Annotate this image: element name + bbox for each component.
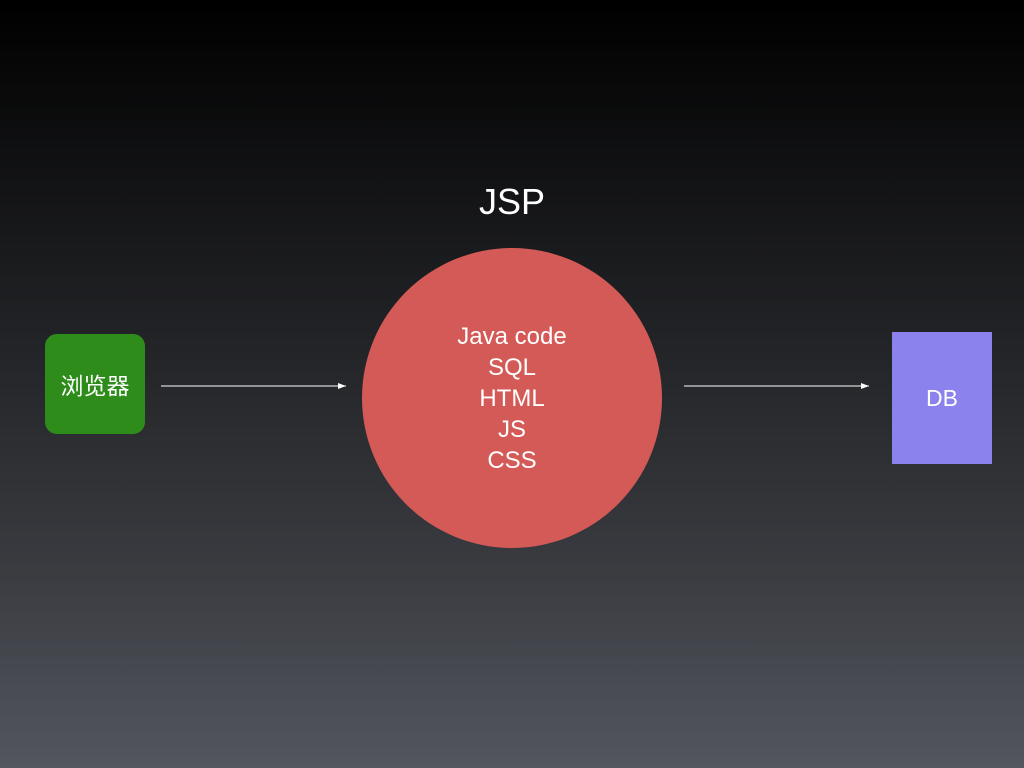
db-node: DB (892, 332, 992, 464)
circle-line-java-code: Java code (457, 322, 567, 350)
circle-line-css: CSS (487, 446, 537, 474)
diagram-title: JSP (478, 181, 546, 222)
browser-node: 浏览器 (45, 334, 145, 434)
circle-line-js: JS (497, 415, 526, 443)
jsp-circle: Java code SQL HTML JS CSS (362, 248, 662, 548)
circle-line-sql: SQL (487, 353, 537, 381)
browser-label: 浏览器 (60, 374, 130, 400)
circle-line-html: HTML (479, 384, 545, 412)
db-label: DB (926, 384, 958, 411)
